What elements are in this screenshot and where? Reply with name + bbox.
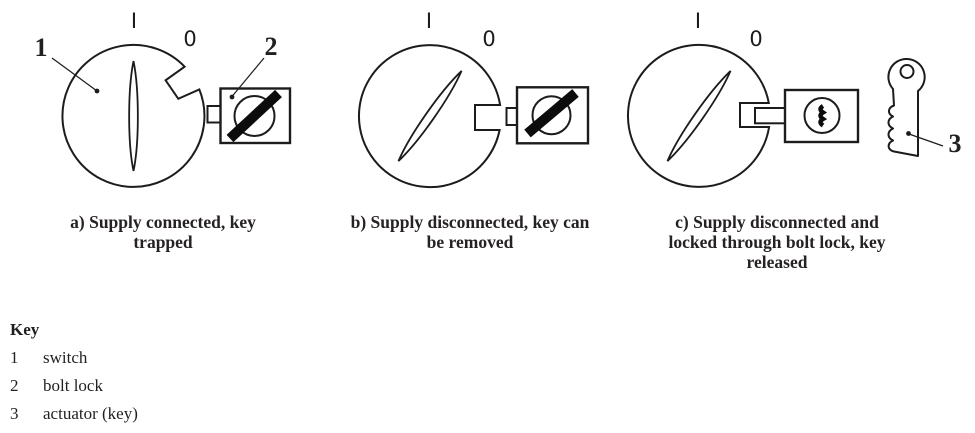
legend: Key 1 switch 2 bolt lock 3 actuator (key) xyxy=(10,321,138,423)
switch-pointer-slot xyxy=(397,70,463,162)
bolt-tab xyxy=(206,105,222,124)
legend-title: Key xyxy=(10,320,40,339)
callout-actuator-label: 3 xyxy=(949,129,962,158)
caption-b-line1: b) Supply disconnected, key can xyxy=(350,212,590,232)
legend-item-label: actuator (key) xyxy=(43,404,138,423)
key-outline xyxy=(887,57,926,157)
legend-item-number: 1 xyxy=(10,348,19,367)
bolt-tab xyxy=(505,107,518,126)
caption-b: b) Supply disconnected, key can be remov… xyxy=(310,212,630,252)
callout-bolt-lock-dot xyxy=(229,94,235,100)
callout-actuator-dot xyxy=(906,131,911,136)
position-label-on: I xyxy=(695,9,701,33)
caption-a-line2: trapped xyxy=(133,232,193,252)
position-label-off: 0 xyxy=(482,27,495,51)
switch-pointer-slot xyxy=(128,60,139,172)
keyhole-symbol xyxy=(818,104,828,128)
key-inserted-symbol xyxy=(524,89,579,138)
switch-pointer-slot xyxy=(666,70,732,162)
diagrams-canvas: I 0 1 2 I 0 xyxy=(35,9,962,189)
caption-c: c) Supply disconnected and locked throug… xyxy=(627,212,927,272)
caption-a-line1: a) Supply connected, key xyxy=(70,212,256,232)
key-ring-hole xyxy=(899,64,915,79)
legend-row: 1 switch xyxy=(10,349,138,367)
diagram-c-locked-bolt: I 0 3 xyxy=(627,9,962,188)
extended-bolt xyxy=(754,107,786,125)
position-label-off: 0 xyxy=(749,27,762,51)
callout-switch-label: 1 xyxy=(35,33,48,62)
callout-switch-leader-line xyxy=(51,57,98,92)
legend-row: 3 actuator (key) xyxy=(10,405,138,423)
callout-bolt-lock-label: 2 xyxy=(265,32,278,61)
diagram-b-supply-disconnected: I 0 xyxy=(357,9,590,189)
legend-item-number: 2 xyxy=(10,376,19,395)
position-label-on: I xyxy=(131,9,137,33)
legend-item-number: 3 xyxy=(10,404,19,423)
legend-item-label: bolt lock xyxy=(43,376,103,395)
position-label-on: I xyxy=(426,9,432,33)
callout-bolt-lock-leader-line xyxy=(231,57,265,97)
caption-a: a) Supply connected, key trapped xyxy=(33,212,293,252)
caption-c-line2: locked through bolt lock, key xyxy=(668,232,886,252)
key-inserted-symbol xyxy=(226,89,282,143)
diagram-a-supply-connected: I 0 1 2 xyxy=(35,9,292,188)
legend-item-label: switch xyxy=(43,348,88,367)
legend-row: 2 bolt lock xyxy=(10,377,138,395)
position-label-off: 0 xyxy=(183,27,196,51)
caption-c-line1: c) Supply disconnected and xyxy=(675,212,879,232)
callout-actuator-leader-line xyxy=(908,133,944,147)
caption-c-line3: released xyxy=(746,252,808,272)
callout-switch-dot xyxy=(94,88,100,94)
caption-b-line2: be removed xyxy=(426,232,514,252)
